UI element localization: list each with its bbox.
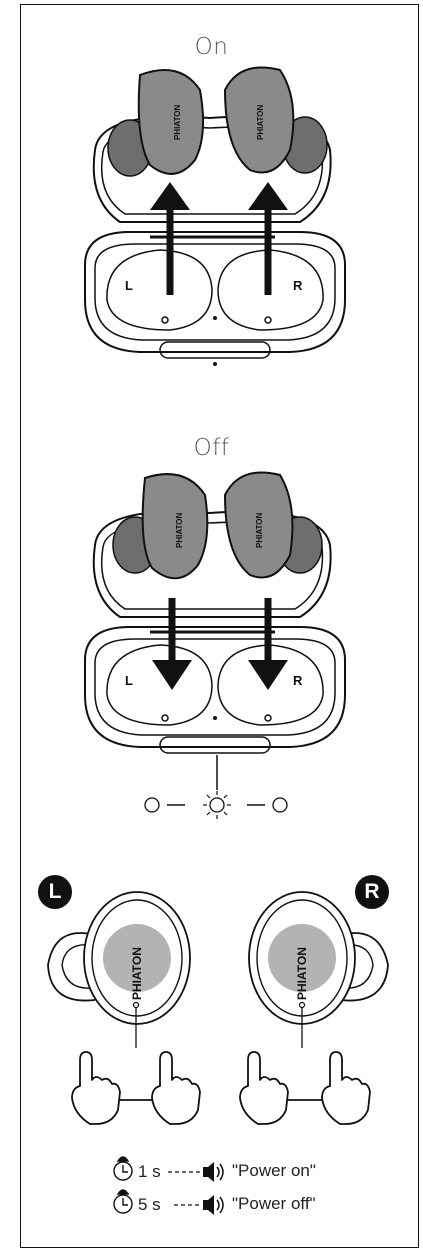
case-slot-label-left: L [125,278,133,293]
down-arrow-right [248,598,288,690]
brand-mark: PHIATON [256,105,265,140]
touch-area-right [268,924,336,992]
case-slot-label-left: L [125,673,133,688]
on-section-title: On [194,34,229,60]
brand-mark: PHIATON [130,947,144,1000]
brand-mark: PHIATON [173,105,182,140]
case-slot-label-right: R [293,673,303,688]
right-badge: R [355,875,389,909]
voice-prompt-power-on: "Power on" [232,1161,316,1180]
off-section-title: Off [193,435,230,461]
up-arrow-right [248,182,288,295]
touch-area-left [103,924,171,992]
speaker-icon [203,1162,224,1182]
off-case-illustration: L R PHIATON PHIATON [84,471,346,819]
left-earbud-off: PHIATON [112,473,209,580]
instruction-row-power-on: 1 s [138,1162,161,1182]
on-case-illustration: L R PHIATON PHIATON [84,66,346,366]
brand-mark: PHIATON [255,513,264,548]
timer-icon [113,1156,133,1181]
hold-duration: 5 s [138,1195,161,1214]
left-earbud-touch: PHIATON [47,891,191,1048]
right-earbud-off: PHIATON [223,471,323,579]
hold-duration: 1 s [138,1162,161,1181]
page-frame [20,4,419,1248]
down-arrow-left [152,598,192,690]
right-earbud-touch: PHIATON [248,891,389,1048]
instruction-row-power-off: 5 s [138,1195,161,1215]
left-badge: L [38,875,72,909]
brand-mark: PHIATON [295,947,309,1000]
left-earbud-on: PHIATON [107,69,204,177]
right-earbud-on: PHIATON [223,66,328,174]
case-slot-label-right: R [293,278,303,293]
brand-mark: PHIATON [175,513,184,548]
up-arrow-left [150,182,190,295]
hand-tap-icon-right [239,1051,371,1125]
voice-prompt-power-off: "Power off" [232,1194,316,1213]
led-blink-indicator [144,791,288,819]
hand-tap-icon-left [71,1051,201,1125]
timer-icon [113,1189,133,1214]
speaker-icon [203,1195,224,1215]
